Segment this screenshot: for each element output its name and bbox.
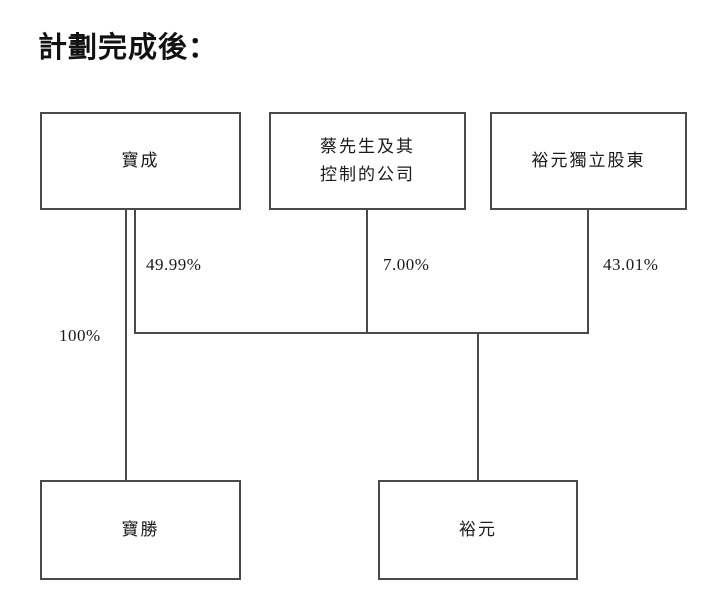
- node-box-baocheng[interactable]: 寶成: [40, 112, 241, 210]
- node-label-baocheng: 寶成: [121, 150, 160, 170]
- connector-mr-cai-to-bus: [366, 210, 368, 333]
- connector-bus-to-yuyuan: [477, 332, 479, 480]
- node-label-mr-cai-line2: 控制的公司: [320, 165, 415, 184]
- node-box-baosheng[interactable]: 寶勝: [40, 480, 241, 580]
- node-label-yuyuan-independent-shareholders: 裕元獨立股東: [531, 150, 646, 170]
- edge-label-43-01-percent: 43.01%: [603, 255, 659, 274]
- node-box-mr-cai-and-companies[interactable]: 蔡先生及其 控制的公司: [269, 112, 466, 210]
- node-label-yuyuan: 裕元: [459, 519, 497, 539]
- edge-label-100-percent: 100%: [59, 326, 101, 345]
- connector-baocheng-to-bus: [134, 210, 136, 333]
- edge-label-7-00-percent: 7.00%: [383, 255, 430, 274]
- diagram-title: 計劃完成後：: [38, 30, 219, 64]
- edge-label-49-99-percent: 49.99%: [146, 255, 202, 274]
- connector-baocheng-to-baosheng: [125, 210, 127, 480]
- node-box-yuyuan-independent-shareholders[interactable]: 裕元獨立股東: [490, 112, 687, 210]
- node-label-baosheng: 寶勝: [121, 519, 160, 539]
- connector-ownership-bus: [134, 332, 589, 334]
- node-label-mr-cai-line1: 蔡先生及其: [320, 136, 415, 156]
- connector-independent-shareholders-to-bus: [587, 210, 589, 333]
- node-box-yuyuan[interactable]: 裕元: [378, 480, 578, 580]
